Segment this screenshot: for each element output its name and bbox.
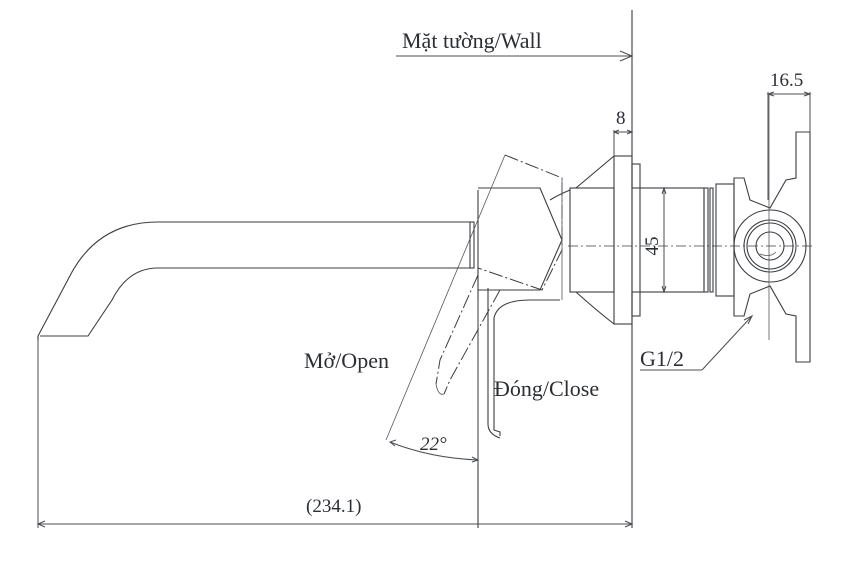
dimension-flange: [612, 129, 634, 156]
close-label: Đóng/Close: [494, 376, 599, 401]
open-label: Mở/Open: [304, 348, 389, 373]
dimension-depth: [766, 91, 812, 200]
dimension-diameter: [661, 186, 667, 294]
valve-body: [477, 154, 641, 528]
thread-leader: [640, 314, 754, 371]
angle-label: 22°: [420, 434, 447, 455]
dimension-flange-label: 8: [616, 108, 626, 129]
wall-arrow-head: [619, 50, 634, 62]
thread-label: G1/2: [640, 346, 684, 371]
dimension-depth-label: 16.5: [770, 70, 803, 91]
spout: [37, 221, 475, 340]
handle-closed: [487, 288, 560, 439]
wall-box: [733, 95, 811, 363]
dimension-overall-label: (234.1): [306, 496, 361, 517]
threaded-body: [639, 183, 735, 297]
handle-open: [385, 154, 506, 441]
dimension-overall: [36, 340, 634, 528]
dimension-diameter-label: 45: [642, 237, 663, 256]
wall-label: Mặt tường/Wall: [402, 28, 542, 53]
angle-dimension: [388, 300, 480, 464]
